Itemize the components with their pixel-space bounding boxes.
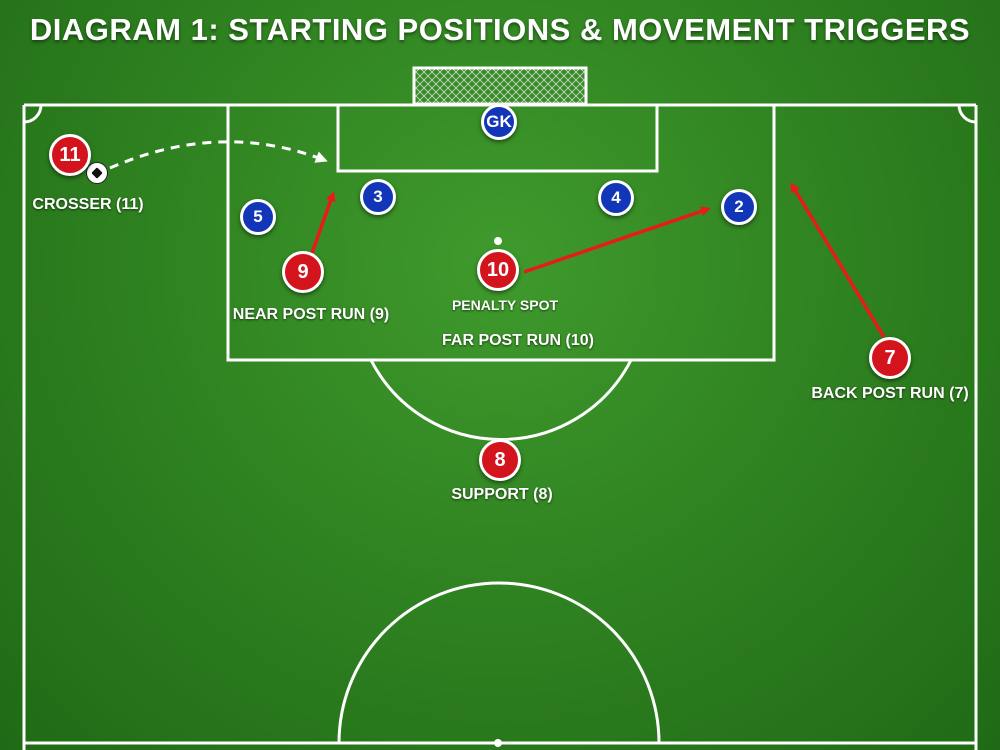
far-post-run-arrow [523, 206, 711, 274]
far-post-run-label: FAR POST RUN (10) [441, 332, 595, 349]
defender-gk-marker: GK [481, 104, 517, 140]
penalty-spot-label: PENALTY SPOT [451, 297, 559, 313]
near-post-run-label: NEAR POST RUN (9) [232, 306, 390, 323]
attacker-7-marker: 7 [869, 337, 911, 379]
attacker-9-marker: 9 [282, 251, 324, 293]
goal-net-icon [412, 66, 588, 106]
crosser-label: CROSSER (11) [32, 196, 144, 213]
defender-2-marker: 2 [721, 189, 757, 225]
support-label: SUPPORT (8) [451, 486, 553, 503]
attacker-10-marker: 10 [477, 249, 519, 291]
soccer-ball-icon [86, 162, 108, 184]
near-post-run-arrow [310, 191, 336, 254]
back-post-run-label: BACK POST RUN (7) [811, 385, 969, 402]
diagram-title: DIAGRAM 1: STARTING POSITIONS & MOVEMENT… [29, 12, 971, 47]
back-post-run-arrow [790, 182, 886, 338]
defender-4-marker: 4 [598, 180, 634, 216]
defender-3-marker: 3 [360, 179, 396, 215]
defender-5-marker: 5 [240, 199, 276, 235]
attacker-11-marker: 11 [49, 134, 91, 176]
attacker-8-marker: 8 [479, 439, 521, 481]
cross-trajectory-arrow [109, 140, 328, 170]
